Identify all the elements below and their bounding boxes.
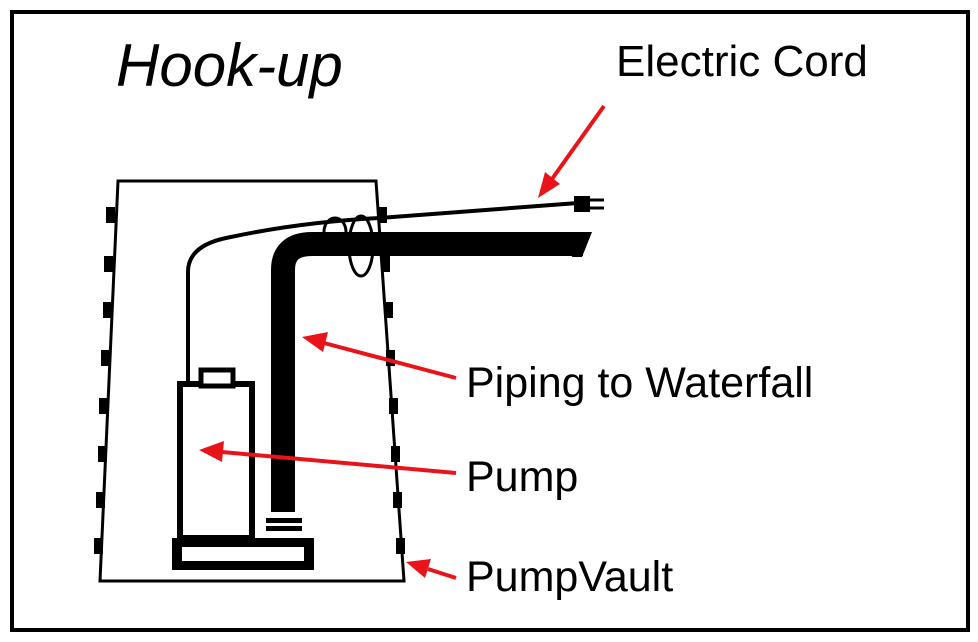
pump-body <box>177 381 255 541</box>
vault-right-tabs <box>378 207 405 554</box>
label-electric-cord: Electric Cord <box>616 37 868 86</box>
vault-left-tabs <box>94 207 115 554</box>
arrow-electric-cord <box>538 104 606 198</box>
label-pump: Pump <box>466 453 579 501</box>
arrow-pump <box>199 441 457 475</box>
electric-cord <box>186 201 579 386</box>
piping <box>271 232 583 512</box>
cord-loop-2 <box>347 214 375 278</box>
label-pump-vault: PumpVault <box>466 553 674 601</box>
cord-loop-1 <box>322 216 348 248</box>
label-piping: Piping to Waterfall <box>466 359 814 407</box>
diagram-title: Hook-up <box>116 32 343 99</box>
arrow-vault <box>406 559 457 580</box>
arrow-piping <box>302 332 457 380</box>
plug-icon <box>574 196 604 212</box>
pump-cap <box>198 367 236 389</box>
